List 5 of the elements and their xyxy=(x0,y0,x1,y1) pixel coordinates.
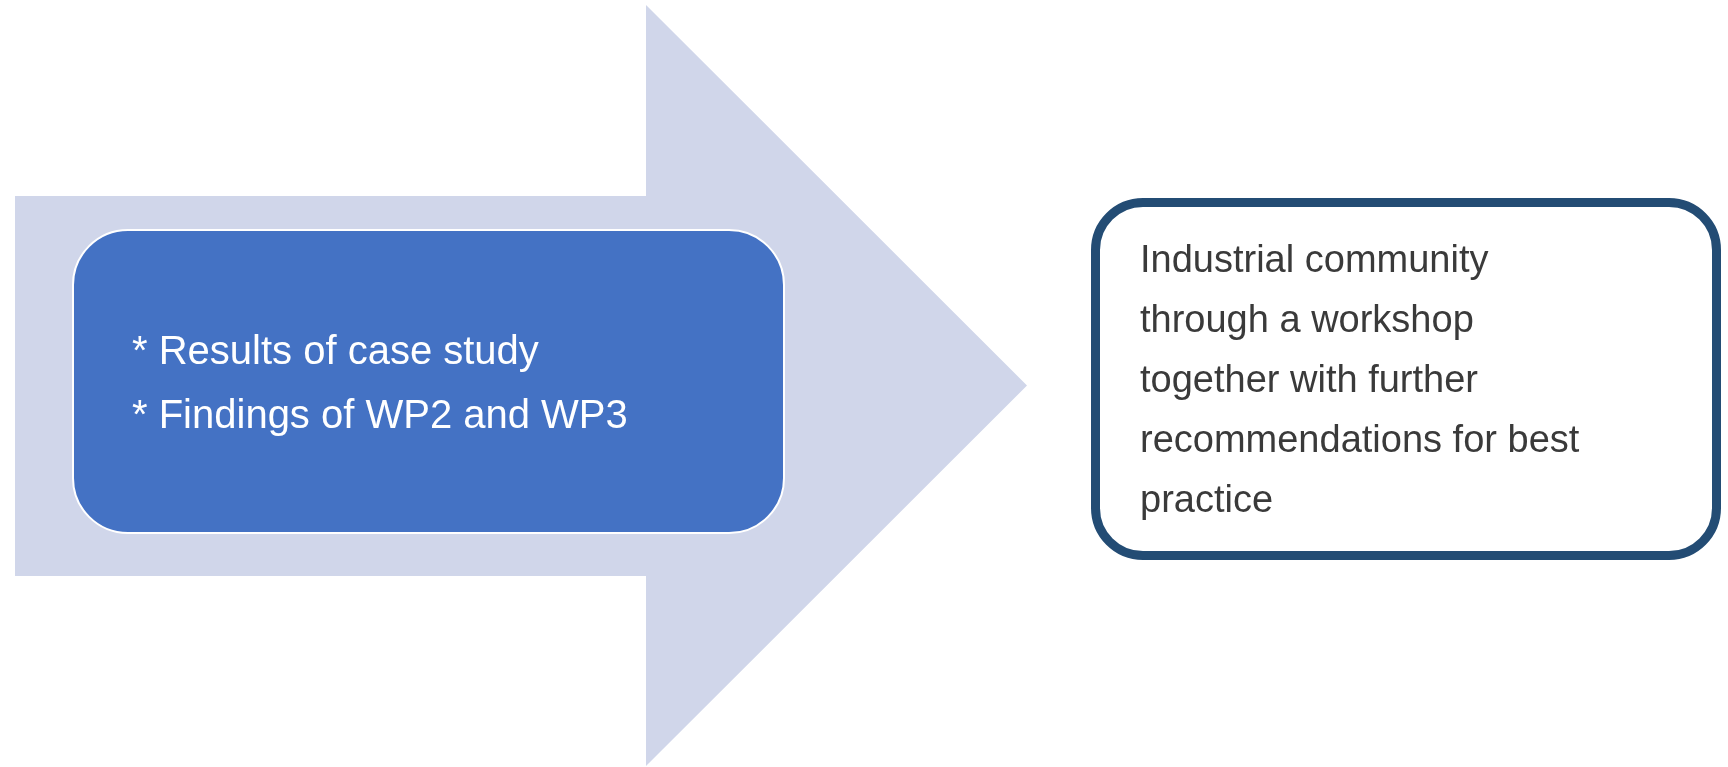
box-text: Industrial community through a workshop together with further recommendations for best practice xyxy=(1140,237,1581,522)
bullet-text: * Findings of WP2 and WP3 xyxy=(132,390,629,438)
bullet-text: * Results of case study xyxy=(132,326,540,374)
result-box xyxy=(1091,198,1721,560)
process-box xyxy=(72,229,785,534)
